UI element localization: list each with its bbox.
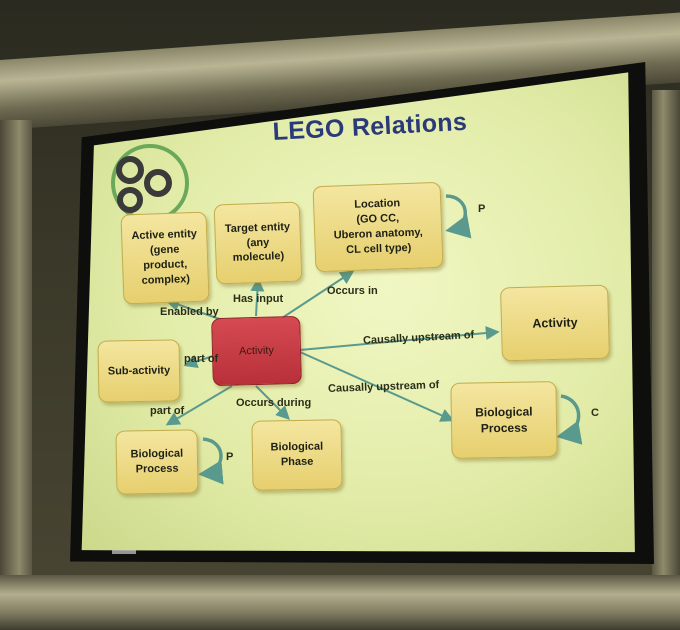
node-activity-center-label: Activity	[238, 344, 275, 358]
arrow-part-of-process	[165, 385, 233, 426]
loop-location	[445, 194, 472, 239]
node-biological-phase: Biological Phase	[251, 419, 343, 491]
screen-brand-tag	[112, 549, 136, 554]
arrow-occurs-during	[255, 385, 290, 420]
right-pillar	[652, 90, 680, 590]
loop-process-right	[556, 394, 583, 445]
floor-molding	[0, 575, 680, 630]
label-has-input: Has input	[233, 293, 284, 305]
node-location: Location (GO CC, Uberon anatomy, CL cell…	[312, 181, 444, 273]
node-location-line-4: CL cell type)	[345, 241, 412, 256]
node-bp-left-line-2: Process	[135, 462, 179, 476]
node-activity-center: Activity	[211, 315, 302, 387]
node-sub-activity: Sub-activity	[97, 339, 181, 403]
node-phase-line-1: Biological	[270, 440, 324, 454]
node-activity-right-label: Activity	[532, 314, 578, 331]
node-bp-left-line-1: Biological	[130, 447, 184, 461]
label-part-of-1: part of	[184, 353, 219, 365]
arrow-causally-upstream-process	[299, 351, 455, 422]
node-active-entity: Active entity (gene product, complex)	[120, 211, 210, 305]
node-target-entity: Target entity (any molecule)	[213, 201, 303, 285]
node-target-entity-line-3: molecule)	[232, 250, 285, 265]
arrow-part-of-subactivity	[183, 354, 214, 369]
label-occurs-during: Occurs during	[236, 397, 312, 409]
loop-letter-location: P	[478, 203, 486, 215]
label-enabled-by: Enabled by	[160, 306, 219, 318]
node-biological-process-right: Biological Process	[450, 381, 558, 459]
go-logo-icon	[111, 144, 189, 222]
loop-letter-process-left: P	[226, 451, 234, 463]
arrow-occurs-in	[281, 270, 355, 319]
relation-arrows	[165, 270, 500, 426]
node-active-entity-line-1: Active entity	[131, 228, 198, 243]
arrow-causally-upstream-activity	[299, 326, 500, 351]
loop-letter-process-right: C	[591, 407, 599, 419]
node-activity-right: Activity	[500, 284, 610, 362]
self-loop-arrows	[198, 194, 583, 485]
loop-process-left	[198, 437, 224, 485]
node-sub-activity-label: Sub-activity	[107, 364, 171, 378]
node-biological-process-left: Biological Process	[115, 429, 199, 495]
node-bp-right-line-2: Process	[480, 420, 528, 436]
left-pillar	[0, 120, 32, 590]
arrow-has-input	[250, 277, 265, 317]
node-active-entity-line-4: complex)	[141, 272, 191, 287]
label-part-of-2: part of	[150, 405, 185, 417]
node-bp-right-line-1: Biological	[475, 404, 533, 420]
node-phase-line-2: Phase	[280, 455, 314, 469]
label-occurs-in: Occurs in	[327, 285, 378, 297]
node-target-entity-line-1: Target entity	[224, 220, 291, 235]
